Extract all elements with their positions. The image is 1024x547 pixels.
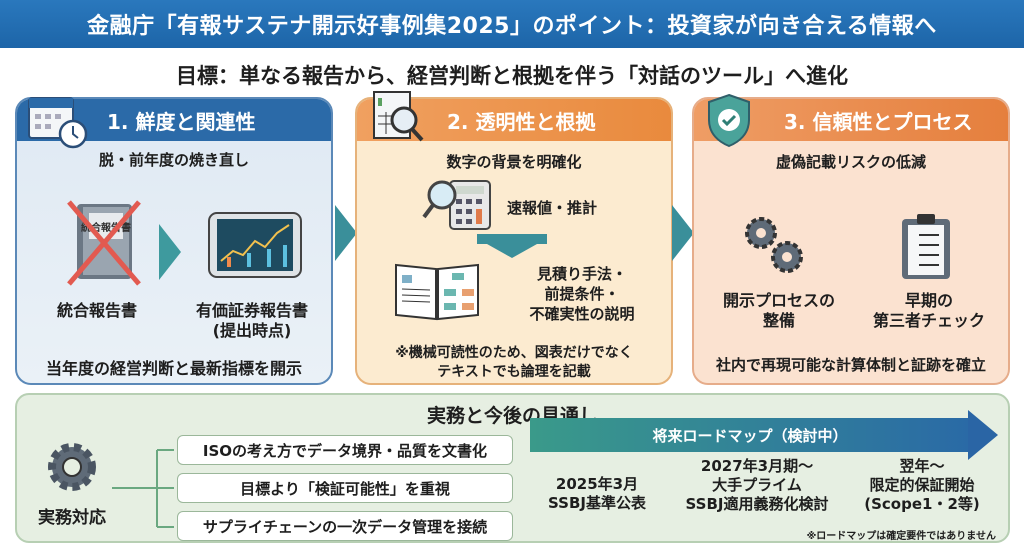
milestone-line: SSBJ適用義務化検討 <box>685 495 829 513</box>
milestone-line: 2027年3月期～ <box>700 457 814 475</box>
note-line: ※機械可読性のため、図表だけでなく <box>395 345 633 361</box>
roadmap-footnote: ※ロードマップは確定要件ではありません <box>806 531 996 542</box>
roadmap-arrow-head <box>968 410 998 460</box>
goal-text: 目標：単なる報告から、経営判断と根拠を伴う「対話のツール」へ進化 <box>176 64 848 88</box>
shield-check-icon <box>705 92 753 152</box>
gear-icon <box>42 437 102 501</box>
panel-note: ※機械可読性のため、図表だけでなく テキストでも論理を記載 <box>357 344 671 382</box>
milestone-2025: 2025年3月 SSBJ基準公表 <box>532 475 662 513</box>
item-third-party: 早期の 第三者チェック <box>864 291 994 331</box>
panel-footer: 当年度の経営判断と最新指標を開示 <box>45 359 302 378</box>
down-arrow-icon <box>477 234 547 244</box>
milestone-assurance: 翌年～ 限定的保証開始 (Scope1・2等) <box>852 457 992 514</box>
checklist-clipboard-icon <box>899 211 953 285</box>
practice-item: サプライチェーンの一次データ管理を接続 <box>177 511 513 541</box>
item-line: 第三者チェック <box>872 311 985 330</box>
item-line: 前提条件・ <box>544 285 620 303</box>
panel-subtitle: 脱・前年度の焼き直し <box>98 151 249 169</box>
milestone-line: (Scope1・2等) <box>864 495 980 513</box>
practice-label: 実務対応 <box>38 508 106 528</box>
item-estimation: 見積り手法・ 前提条件・ 不確実性の説明 <box>497 264 667 324</box>
down-arrow-head <box>487 244 537 258</box>
spreadsheet-search-icon <box>370 90 432 152</box>
book-label: 統合報告書 <box>56 301 137 320</box>
panel-subtitle: 虚偽記載リスクの低減 <box>775 153 926 171</box>
flow-arrow-icon <box>335 205 357 261</box>
header-title: 金融庁「有報サステナ開示好事例集2025」のポイント：投資家が向き合える情報へ <box>0 0 1024 48</box>
milestone-line: 2025年3月 <box>555 475 639 493</box>
item-line: 整備 <box>762 311 795 330</box>
practice-item: 目標より「検証可能性」を重視 <box>177 473 513 503</box>
crossed-book-icon: 統合報告書 <box>67 199 147 293</box>
panel-reliability: 3. 信頼性とプロセス 虚偽記載リスクの低減 開示プロセスの 整備 早期の 第三… <box>692 97 1010 385</box>
panel-footer: 社内で再現可能な計算体制と証跡を確立 <box>715 356 986 374</box>
arrow-icon <box>159 224 181 280</box>
roadmap-arrow: 将来ロードマップ（検討中） <box>530 418 970 452</box>
open-book-flowchart-icon <box>392 259 482 327</box>
milestone-line: SSBJ基準公表 <box>548 494 646 512</box>
milestone-2027: 2027年3月期～ 大手プライム SSBJ適用義務化検討 <box>677 457 837 514</box>
calendar-clock-icon <box>25 92 91 154</box>
milestone-line: 限定的保証開始 <box>869 476 975 494</box>
item-preliminary: 速報値・推計 <box>507 199 598 217</box>
calculator-magnifier-icon <box>422 179 494 235</box>
practice-item: ISOの考え方でデータ境界・品質を文書化 <box>177 435 513 465</box>
note-line: テキストでも論理を記載 <box>437 364 591 380</box>
outlook-section: 実務と今後の見通し 実務対応 ISOの考え方でデータ境界・品質を文書化 目標より… <box>15 393 1010 543</box>
item-line: 不確実性の説明 <box>529 305 635 323</box>
milestone-line: 大手プライム <box>712 476 802 494</box>
panel-subtitle: 数字の背景を明確化 <box>446 153 582 171</box>
flow-arrow-icon <box>672 205 694 261</box>
item-process: 開示プロセスの 整備 <box>714 291 844 331</box>
tablet-chart-icon <box>207 211 307 285</box>
item-line: 早期の <box>904 291 953 310</box>
gears-icon <box>739 209 809 283</box>
tablet-sub: (提出時点) <box>212 321 292 340</box>
item-line: 見積り手法・ <box>536 265 627 283</box>
milestone-line: 翌年～ <box>899 457 945 475</box>
tablet-label: 有価証券報告書 <box>195 301 308 320</box>
item-line: 開示プロセスの <box>722 291 835 310</box>
connector-lines <box>112 449 174 528</box>
